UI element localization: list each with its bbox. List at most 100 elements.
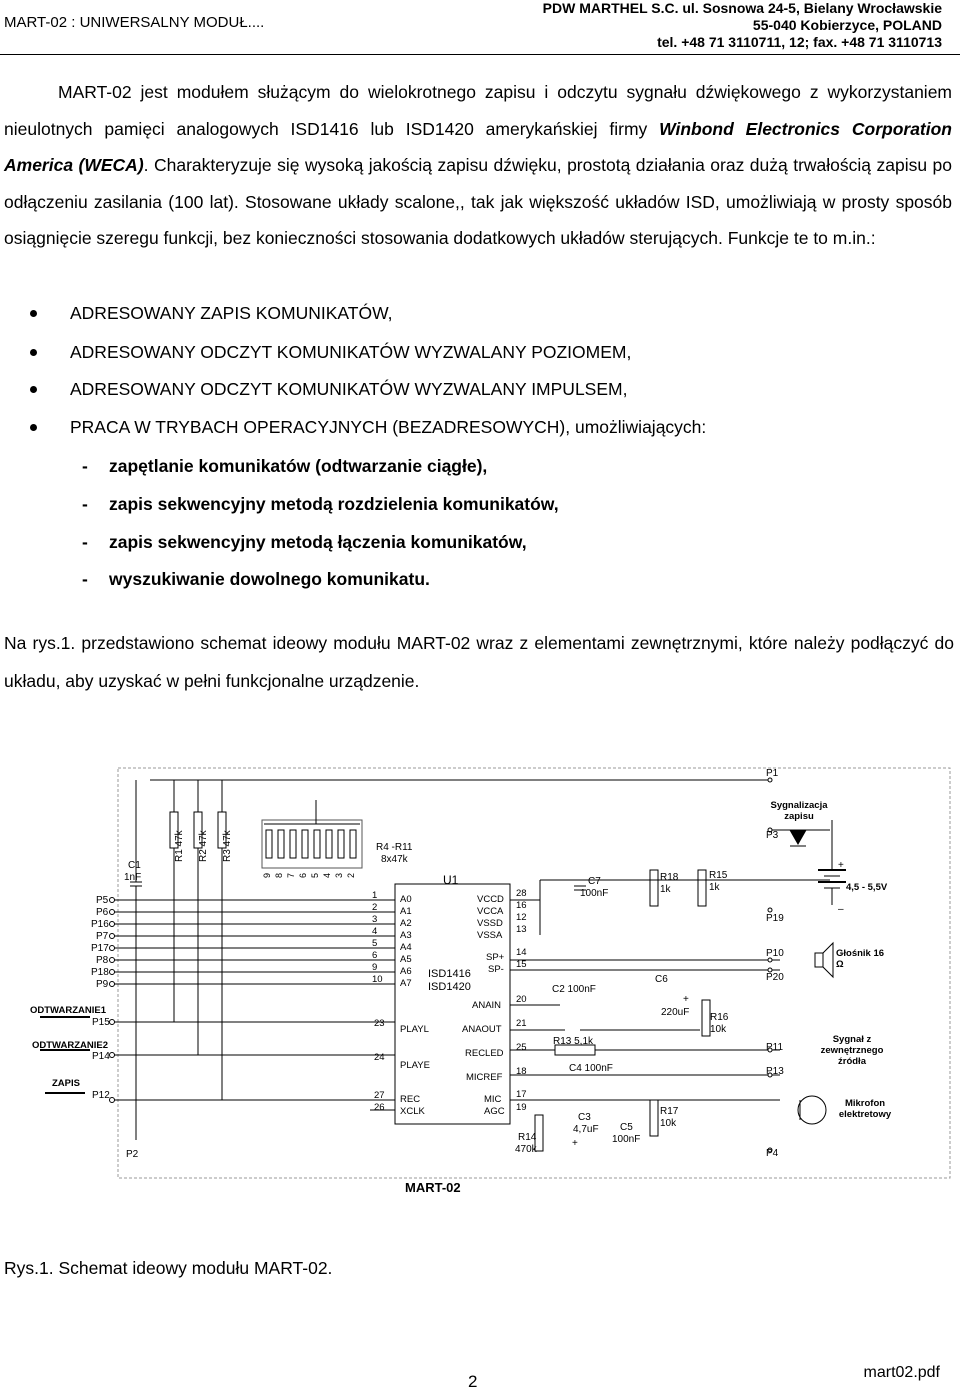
dash-text: zapętlanie komunikatów (odtwarzanie ciąg…: [109, 456, 488, 476]
pin-name: A1: [400, 906, 412, 917]
r18-label: R18: [660, 872, 679, 883]
bullet-dot-icon: [30, 349, 37, 356]
port-p3: P3: [766, 830, 779, 841]
bullet-text: ADRESOWANY ZAPIS KOMUNIKATÓW,: [70, 303, 393, 323]
port-p17: P17: [91, 943, 109, 954]
pin-num: 16: [516, 900, 527, 911]
pin-name: A3: [400, 930, 412, 941]
intro-company: Winbond Electronics Corporation America …: [4, 118, 952, 176]
pin-num: 3: [372, 914, 377, 925]
dash-item: - zapętlanie komunikatów (odtwarzanie cią…: [82, 456, 487, 477]
chip-name-1: ISD1416: [428, 968, 471, 980]
pin-name: VSSD: [477, 918, 503, 929]
pin-num: 18: [516, 1066, 527, 1077]
pin-name: XCLK: [400, 1106, 425, 1117]
c1-label: C1: [128, 860, 141, 871]
rnet-num: 5: [310, 873, 320, 878]
port-p9: P9: [96, 979, 109, 990]
pin-num: 10: [372, 974, 383, 985]
dash-text: zapis sekwencyjny metodą łączenia komuni…: [109, 532, 527, 552]
bullet-dot-icon: [30, 310, 37, 317]
r18-value: 1k: [660, 884, 672, 895]
pin-num: 23: [374, 1018, 385, 1029]
pin-num: 9: [372, 962, 377, 973]
mic-label: Mikrofon elektretowy: [838, 1098, 892, 1120]
port-p2: P2: [126, 1149, 139, 1160]
pin-name: A6: [400, 966, 412, 977]
c3-plus: +: [572, 1138, 578, 1149]
c7-value: 100nF: [580, 888, 608, 899]
port-p16: P16: [91, 919, 109, 930]
pin-num: 14: [516, 947, 527, 958]
pin-name: A2: [400, 918, 412, 929]
r16-value: 10k: [710, 1024, 727, 1035]
dash-marker: -: [82, 494, 88, 514]
dash-text: zapis sekwencyjny metodą rozdzielenia ko…: [109, 494, 559, 514]
pin-num: 13: [516, 924, 527, 935]
port-p8: P8: [96, 955, 109, 966]
pin-num: 5: [372, 938, 377, 949]
figure-intro-paragraph: Na rys.1. przedstawiono schemat ideowy m…: [4, 633, 954, 691]
r17-value: 10k: [660, 1118, 677, 1129]
pin-name: ANAIN: [472, 1000, 501, 1011]
pin-num: 4: [372, 926, 377, 937]
pin-name: PLAYE: [400, 1060, 430, 1071]
bullet-text: ADRESOWANY ODCZYT KOMUNIKATÓW WYZWALANY …: [70, 342, 632, 362]
r15-label: R15: [709, 870, 728, 881]
pin-num: 24: [374, 1052, 385, 1063]
intro-part2: . Charakteryzuje się wysoką jakością zap…: [4, 155, 952, 248]
pin-name: RECLED: [465, 1048, 504, 1059]
port-p19: P19: [766, 913, 784, 924]
pin-name: A5: [400, 954, 412, 965]
header-company: PDW MARTHEL S.C. ul. Sosnowa 24-5, Biela…: [542, 0, 942, 16]
pin-name: AGC: [484, 1106, 505, 1117]
dash-marker: -: [82, 532, 88, 552]
button-label-rec: ZAPIS: [52, 1078, 80, 1089]
figure-caption: Rys.1. Schemat ideowy modułu MART-02.: [4, 1258, 333, 1278]
dash-item: - zapis sekwencyjny metodą łączenia komun…: [82, 532, 527, 553]
r2-label: R2 47k: [198, 829, 209, 862]
pin-name: A7: [400, 978, 412, 989]
r1-label: R1 47k: [174, 829, 185, 862]
pin-name: MICREF: [466, 1072, 503, 1083]
c6-label: C6: [655, 974, 668, 985]
rnet-num: 9: [262, 873, 272, 878]
speaker-label: Głośnik 16 Ω: [836, 948, 885, 970]
r16-label: R16: [710, 1012, 729, 1023]
header-divider: [0, 54, 960, 55]
c3-label: C3: [578, 1112, 591, 1123]
dash-marker: -: [82, 456, 88, 476]
pin-name: REC: [400, 1094, 420, 1105]
port-p15: P15: [92, 1017, 110, 1028]
bullet-dot-icon: [30, 424, 37, 431]
c2-label: C2 100nF: [552, 984, 596, 995]
port-p13: P13: [766, 1066, 784, 1077]
port-p4: P4: [766, 1148, 779, 1159]
pin-name: ANAOUT: [462, 1024, 502, 1035]
page-number: 2: [468, 1372, 478, 1391]
port-p12: P12: [92, 1090, 110, 1101]
pin-num: 1: [372, 890, 377, 901]
pin-num: 2: [372, 902, 377, 913]
c5-label: C5: [620, 1122, 633, 1133]
ext-signal-label: Sygnał z zewnętrznego źródła: [820, 1034, 884, 1067]
pin-num: 19: [516, 1102, 527, 1113]
rnet-value: 8x47k: [381, 854, 409, 865]
port-p20: P20: [766, 972, 784, 983]
rnet-num: 2: [346, 873, 356, 878]
pin-name: VCCD: [477, 894, 504, 905]
pin-num: 12: [516, 912, 527, 923]
pin-name: A0: [400, 894, 412, 905]
chip-ref: U1: [443, 873, 459, 887]
dash-text: wyszukiwanie dowolnego komunikatu.: [109, 569, 430, 589]
pin-name: A4: [400, 942, 412, 953]
pin-num: 15: [516, 959, 527, 970]
port-p1: P1: [766, 768, 779, 779]
pin-num: 25: [516, 1042, 527, 1053]
header-right: PDW MARTHEL S.C. ul. Sosnowa 24-5, Biela…: [543, 0, 942, 51]
chip-name-2: ISD1420: [428, 981, 471, 993]
supply-plus: +: [838, 860, 844, 871]
dash-marker: -: [82, 569, 88, 589]
module-name: MART-02: [405, 1180, 461, 1195]
c6-value: 220uF: [661, 1007, 689, 1018]
